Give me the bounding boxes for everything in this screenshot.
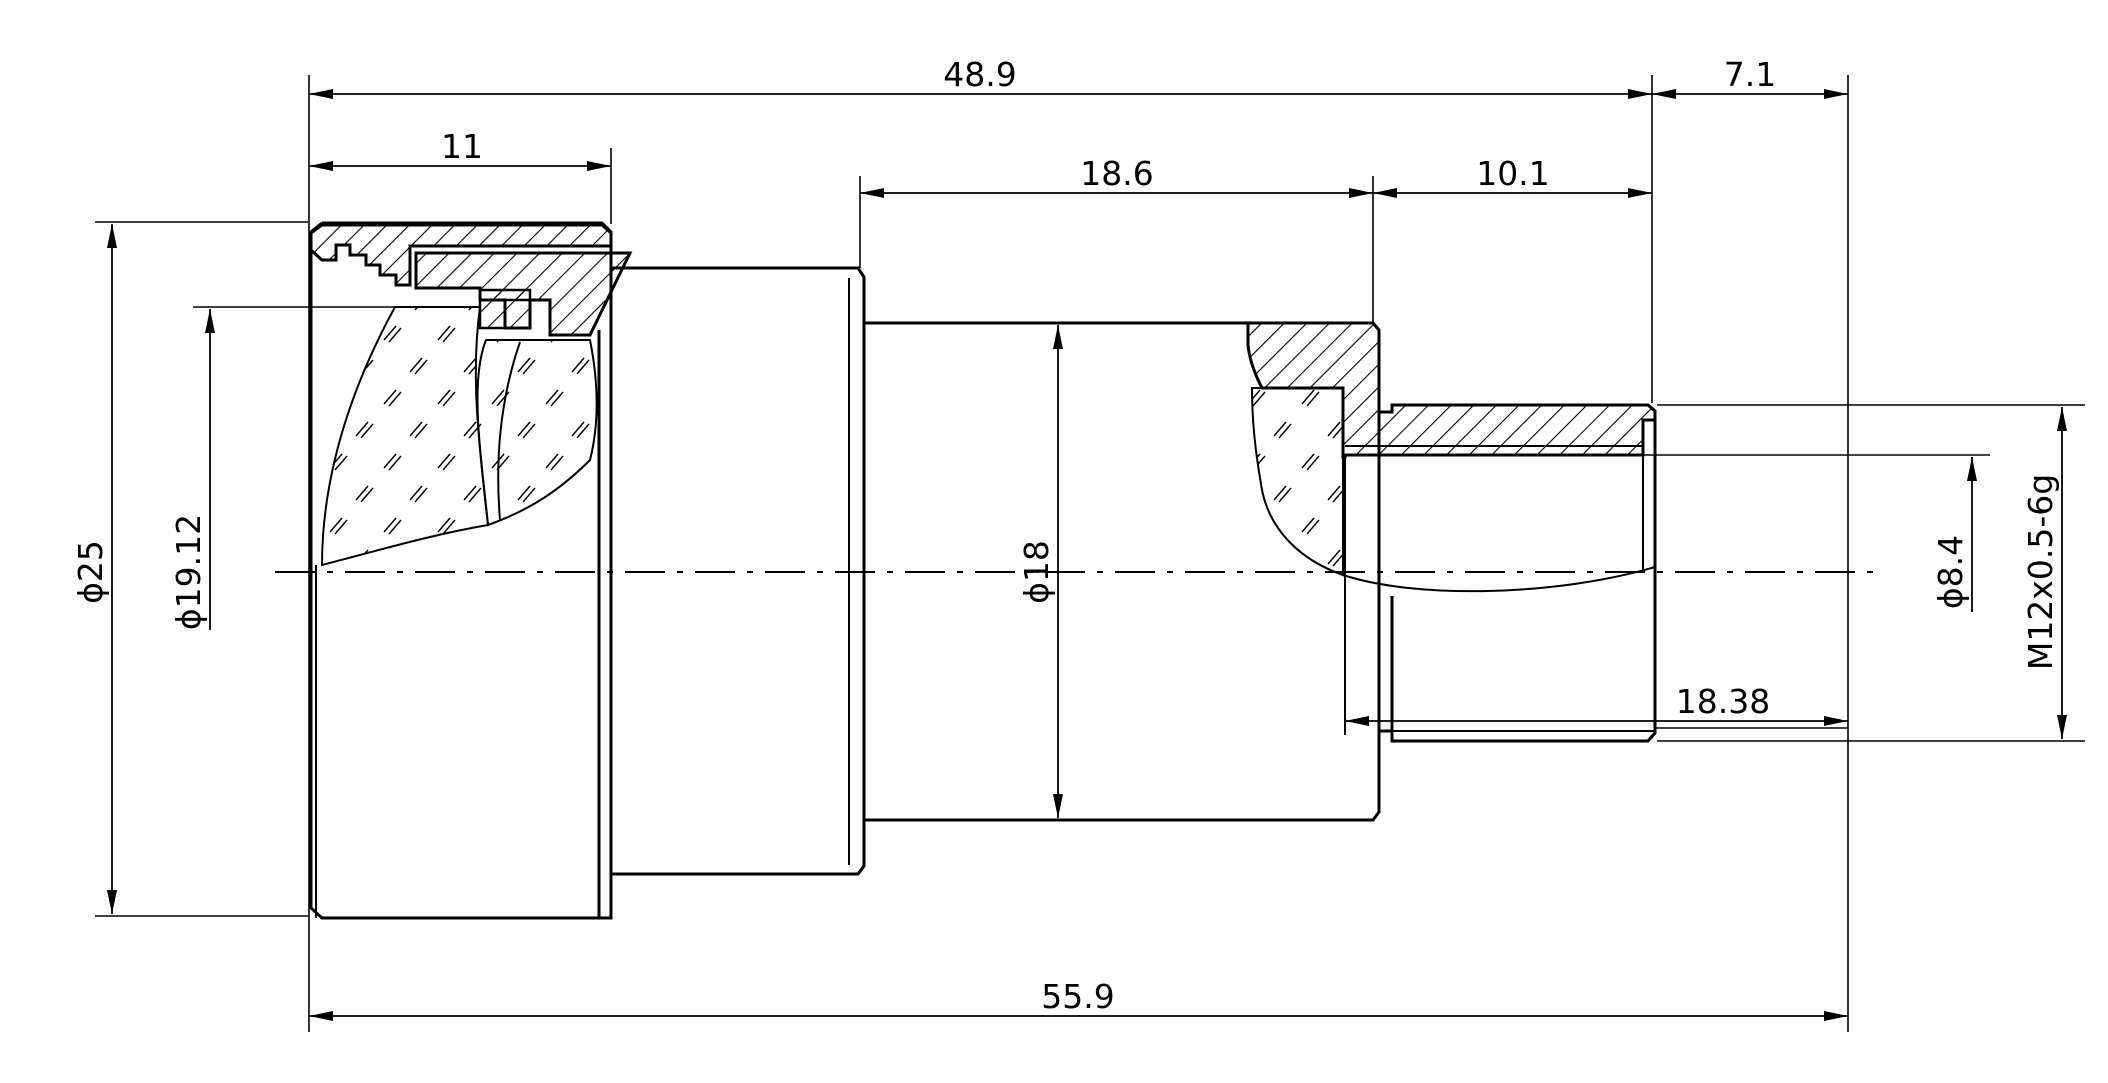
glass-elements <box>320 306 1656 593</box>
label-clear-aperture: ϕ19.12 <box>169 514 208 630</box>
label-outer-diameter: ϕ25 <box>71 540 110 604</box>
second-lens <box>476 339 598 527</box>
dimension-labels: 55.9 48.9 7.1 11 18.6 10.1 18.38 ϕ25 ϕ19… <box>71 55 2060 1016</box>
front-lens <box>320 306 490 567</box>
label-thread-length: 7.1 <box>1724 55 1776 94</box>
label-body-length: 48.9 <box>943 55 1016 94</box>
rear-lens <box>1250 387 1344 577</box>
section-hatching <box>309 223 1657 459</box>
spacer-section <box>478 288 532 330</box>
label-barrel-diameter: ϕ18 <box>1017 540 1056 604</box>
label-overall-length: 55.9 <box>1041 977 1114 1016</box>
label-barrel-length: 18.6 <box>1080 154 1153 193</box>
label-rear-aperture: ϕ8.4 <box>1931 535 1970 609</box>
label-mount-thread: M12x0.5-6g <box>2021 474 2060 670</box>
label-back-focus: 18.38 <box>1676 682 1770 721</box>
label-front-ring-length: 11 <box>441 127 483 166</box>
extension-lines <box>95 75 2085 1032</box>
label-shoulder-length: 10.1 <box>1476 154 1549 193</box>
dimension-lines <box>107 89 2067 1021</box>
retainer-ring-section <box>309 223 613 287</box>
